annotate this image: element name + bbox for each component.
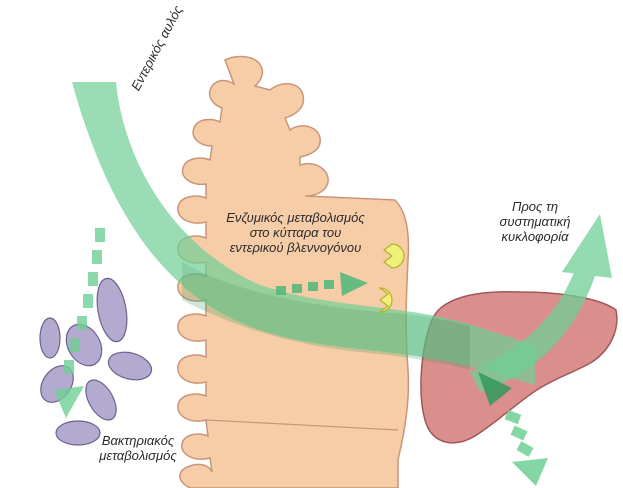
bacterium	[105, 348, 154, 385]
dash	[92, 250, 102, 264]
dash	[70, 338, 80, 352]
dash-arrowhead	[512, 458, 548, 486]
systemic-circulation-label: Προς τη συστηματική κυκλοφορία	[480, 199, 590, 244]
bact-label-line-2: μεταβολισμός	[88, 448, 188, 463]
enzyme-metabolism-label: Ενζυμικός μεταβολισμός στο κύτταρα του ε…	[208, 210, 383, 255]
bacterial-metabolism-label: Βακτηριακός μεταβολισμός	[88, 433, 188, 463]
dash	[276, 286, 286, 295]
dash	[308, 282, 318, 291]
dash	[292, 284, 302, 293]
bacterium	[93, 276, 132, 344]
dash-arrowhead	[54, 386, 84, 418]
bacterium	[40, 318, 60, 358]
dash	[95, 228, 105, 242]
enzyme-label-line-2: στο κύτταρα του	[208, 225, 383, 240]
bacteria-cluster	[34, 276, 155, 445]
bact-label-line-1: Βακτηριακός	[88, 433, 188, 448]
enzyme-label-line-1: Ενζυμικός μεταβολισμός	[208, 210, 383, 225]
dash	[511, 426, 528, 441]
circ-label-line-3: κυκλοφορία	[480, 229, 590, 244]
dash	[324, 280, 334, 289]
dash	[83, 294, 93, 308]
dash	[88, 272, 98, 286]
circ-label-line-2: συστηματική	[480, 214, 590, 229]
bacterium	[80, 375, 123, 425]
dash	[77, 316, 87, 330]
enzyme-label-line-3: εντερικού βλεννογόνου	[208, 240, 383, 255]
dash	[516, 441, 533, 457]
dash	[64, 360, 74, 374]
circ-label-line-1: Προς τη	[480, 199, 590, 214]
